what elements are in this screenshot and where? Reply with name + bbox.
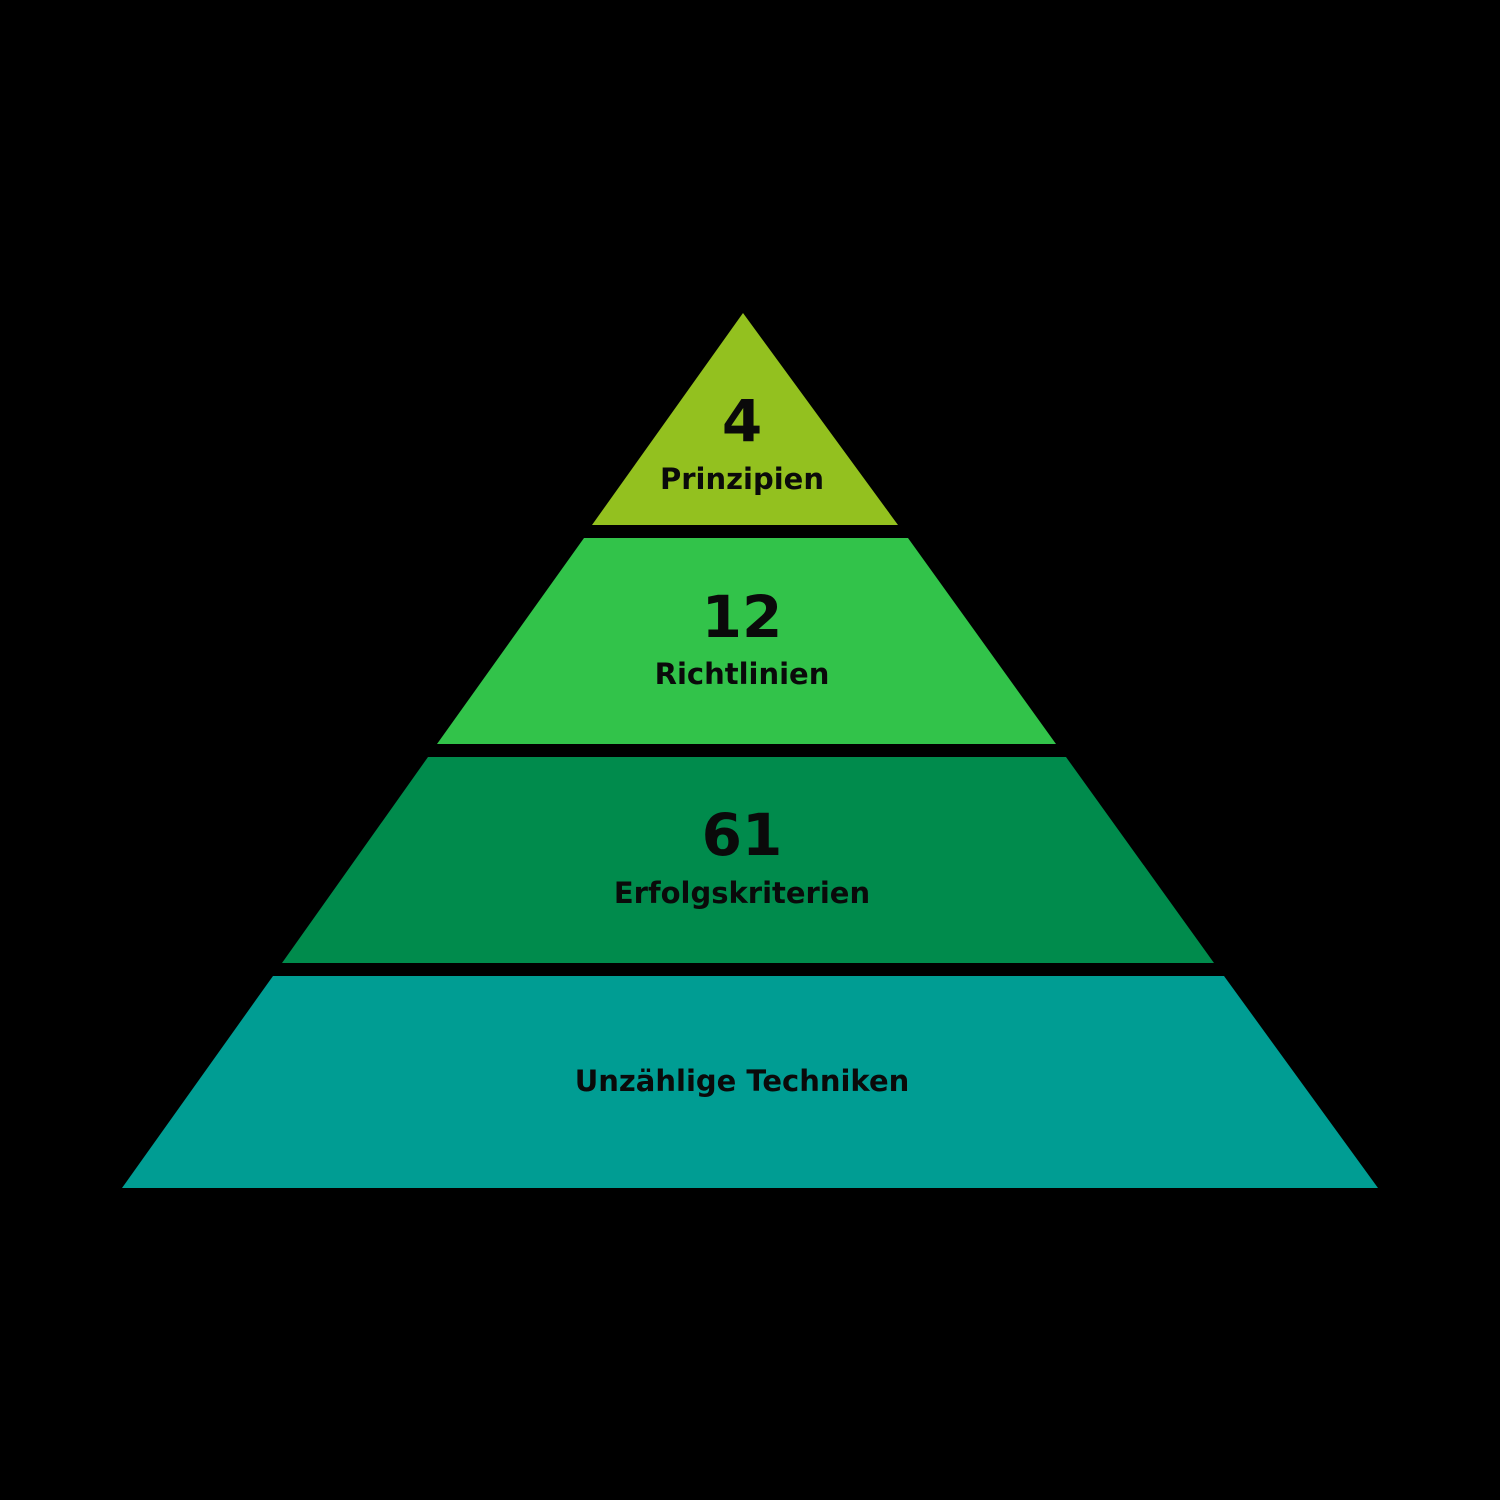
tier-count-principles: 4 <box>722 387 762 455</box>
tier-label-guidelines: Richtlinien <box>655 657 830 691</box>
pyramid-tier-techniques: Unzählige Techniken <box>122 976 1378 1188</box>
tier-shape-techniques <box>122 976 1378 1188</box>
tier-count-success-criteria: 61 <box>702 801 783 869</box>
pyramid-tier-guidelines: 12 Richtlinien <box>437 538 1056 744</box>
tier-shape-guidelines <box>437 538 1056 744</box>
tier-shape-success-criteria <box>282 757 1214 963</box>
tier-label-success-criteria: Erfolgskriterien <box>614 876 870 910</box>
tier-count-guidelines: 12 <box>702 583 783 651</box>
tier-label-techniques: Unzählige Techniken <box>575 1064 910 1098</box>
pyramid-tier-success-criteria: 61 Erfolgskriterien <box>282 757 1214 963</box>
tier-label-principles: Prinzipien <box>660 462 824 496</box>
pyramid-tier-principles: 4 Prinzipien <box>592 313 898 525</box>
tier-shape-principles <box>592 313 898 525</box>
